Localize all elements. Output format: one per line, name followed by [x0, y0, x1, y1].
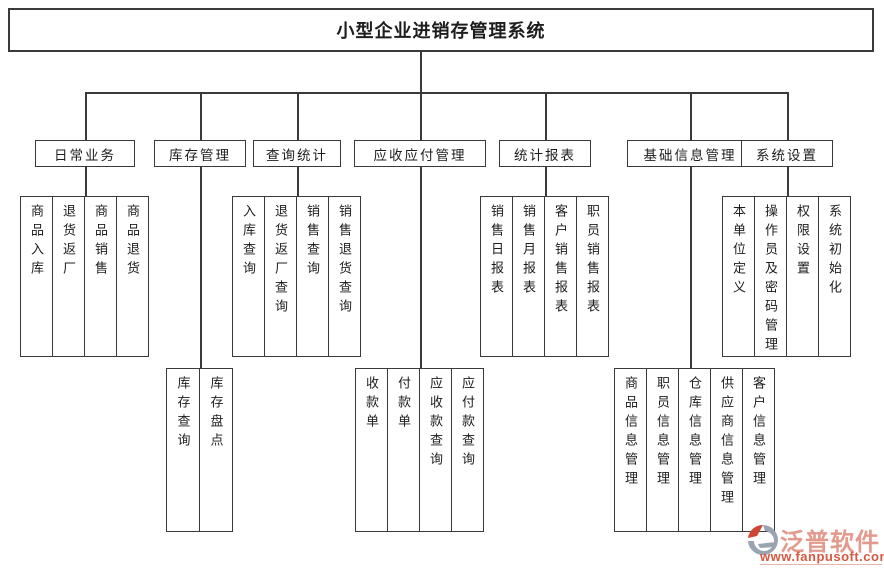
node-stat-reports: 统计报表 — [499, 140, 591, 167]
connector-line — [420, 167, 422, 368]
leaf-node: 退货返厂查询 — [264, 196, 297, 357]
connector-line — [200, 167, 202, 368]
watermark: 泛普软件 www.fanpusoft.com — [740, 518, 884, 570]
watermark-brand-text: 泛普软件 — [780, 529, 880, 556]
connector-line — [690, 92, 692, 140]
node-system-settings: 系统设置 — [741, 140, 833, 167]
leaf-node: 供应商信息管理 — [710, 368, 743, 532]
fanpu-swoosh-icon — [748, 524, 778, 555]
leaf-node: 销售查询 — [296, 196, 329, 357]
leaf-node: 入库查询 — [232, 196, 265, 357]
connector-line — [420, 92, 422, 140]
connector-line — [85, 92, 87, 140]
leaf-node: 仓库信息管理 — [678, 368, 711, 532]
leaf-node: 权限设置 — [786, 196, 819, 357]
connector-line — [545, 92, 547, 140]
connector-line — [200, 92, 202, 140]
leaf-node: 系统初始化 — [818, 196, 851, 357]
leaf-node: 库存查询 — [166, 368, 200, 532]
leaf-node: 库存盘点 — [199, 368, 233, 532]
leaf-node: 销售日报表 — [480, 196, 513, 357]
leaf-node: 操作员及密码管理 — [754, 196, 787, 357]
page-title: 小型企业进销存管理系统 — [8, 8, 874, 52]
leaf-node: 收款单 — [355, 368, 388, 532]
connector-line — [297, 92, 299, 140]
node-daily-business: 日常业务 — [35, 140, 135, 167]
connector-line — [297, 167, 299, 196]
leaf-node: 职员信息管理 — [646, 368, 679, 532]
leaf-node: 商品退货 — [116, 196, 149, 357]
node-query-stats: 查询统计 — [253, 140, 341, 167]
leaf-node: 客户销售报表 — [544, 196, 577, 357]
leaf-node: 退货返厂 — [52, 196, 85, 357]
leaf-node: 客户信息管理 — [742, 368, 775, 532]
leaf-node: 销售月报表 — [512, 196, 545, 357]
leaf-node: 付款单 — [387, 368, 420, 532]
connector-line — [787, 167, 789, 196]
connector-line — [85, 92, 788, 94]
connector-line — [85, 167, 87, 196]
connector-line — [690, 167, 692, 368]
leaf-node: 商品信息管理 — [614, 368, 647, 532]
leaf-node: 职员销售报表 — [576, 196, 609, 357]
watermark-url-text: www.fanpusoft.com — [760, 549, 884, 565]
leaf-node: 本单位定义 — [722, 196, 755, 357]
node-inventory-mgmt: 库存管理 — [154, 140, 246, 167]
connector-line — [420, 52, 422, 92]
node-base-info-mgmt: 基础信息管理 — [627, 140, 753, 167]
leaf-node: 应收款查询 — [419, 368, 452, 532]
leaf-node: 商品入库 — [20, 196, 53, 357]
node-receivable-payable: 应收应付管理 — [354, 140, 486, 167]
leaf-node: 应付款查询 — [451, 368, 484, 532]
leaf-node: 商品销售 — [84, 196, 117, 357]
connector-line — [545, 167, 547, 196]
connector-line — [787, 92, 789, 140]
leaf-node: 销售退货查询 — [328, 196, 361, 357]
